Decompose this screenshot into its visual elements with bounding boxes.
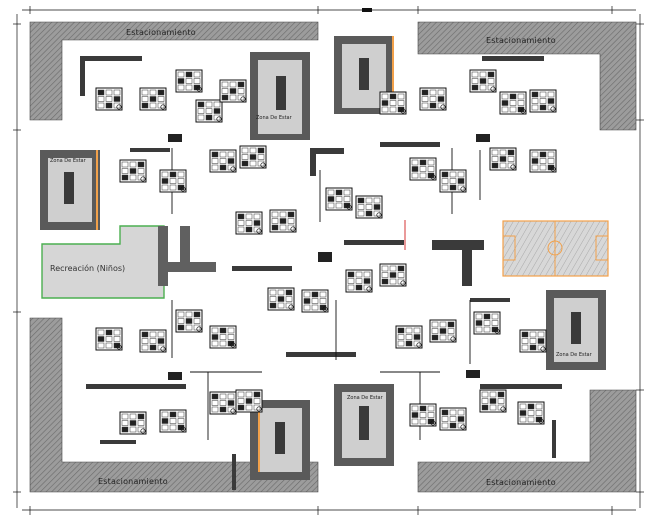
building-block	[119, 159, 147, 183]
building-block	[473, 311, 501, 335]
building-block	[159, 409, 187, 433]
rest-zone-label-2: Zona De Estar	[50, 158, 86, 164]
building-block	[195, 99, 223, 123]
building-block	[479, 389, 507, 413]
building-block	[409, 403, 437, 427]
building-block	[529, 149, 557, 173]
building-block	[345, 269, 373, 293]
building-block	[499, 91, 527, 115]
building-block	[379, 91, 407, 115]
building-block	[209, 325, 237, 349]
dimension-lines	[13, 6, 644, 515]
building-block	[395, 325, 423, 349]
building-block	[267, 287, 295, 311]
building-block	[409, 157, 437, 181]
building-block	[219, 79, 247, 103]
building-block	[519, 329, 547, 353]
building-block-icon	[95, 69, 557, 435]
building-block	[119, 411, 147, 435]
building-block	[489, 147, 517, 171]
building-block	[325, 187, 353, 211]
building-block	[517, 401, 545, 425]
stair-marks	[168, 134, 490, 380]
building-block	[235, 389, 263, 413]
building-block	[209, 391, 237, 415]
building-block	[139, 87, 167, 111]
recreation-label: Recreación (Niños)	[50, 264, 126, 273]
parking-label-sw: Estacionamiento	[98, 477, 168, 486]
rest-zone-label-4: Zona De Estar	[347, 395, 383, 401]
building-block	[469, 69, 497, 93]
building-block	[239, 145, 267, 169]
building-block	[269, 209, 297, 233]
building-block	[429, 319, 457, 343]
building-block	[209, 149, 237, 173]
building-block	[95, 87, 123, 111]
wall-segments	[80, 56, 562, 490]
planter-icon	[40, 36, 606, 480]
building-block	[355, 195, 383, 219]
building-block	[419, 87, 447, 111]
building-block	[95, 327, 123, 351]
rest-zone-label-1: Zona De Estar	[256, 115, 292, 121]
rest-zone-label-3: Zona De Estar	[556, 352, 592, 358]
building-block	[235, 211, 263, 235]
north-marker	[362, 8, 372, 12]
building-block	[159, 169, 187, 193]
parking-label-se: Estacionamiento	[486, 478, 556, 487]
building-block	[301, 289, 329, 313]
building-block	[439, 169, 467, 193]
building-block	[529, 89, 557, 113]
building-block	[175, 69, 203, 93]
recreation-area	[41, 225, 165, 299]
parking-label-nw: Estacionamiento	[126, 28, 196, 37]
building-block	[139, 329, 167, 353]
building-block	[175, 309, 203, 333]
building-block	[379, 263, 407, 287]
building-block	[439, 407, 467, 431]
parking-label-ne: Estacionamiento	[486, 36, 556, 45]
court-icon	[502, 220, 609, 277]
